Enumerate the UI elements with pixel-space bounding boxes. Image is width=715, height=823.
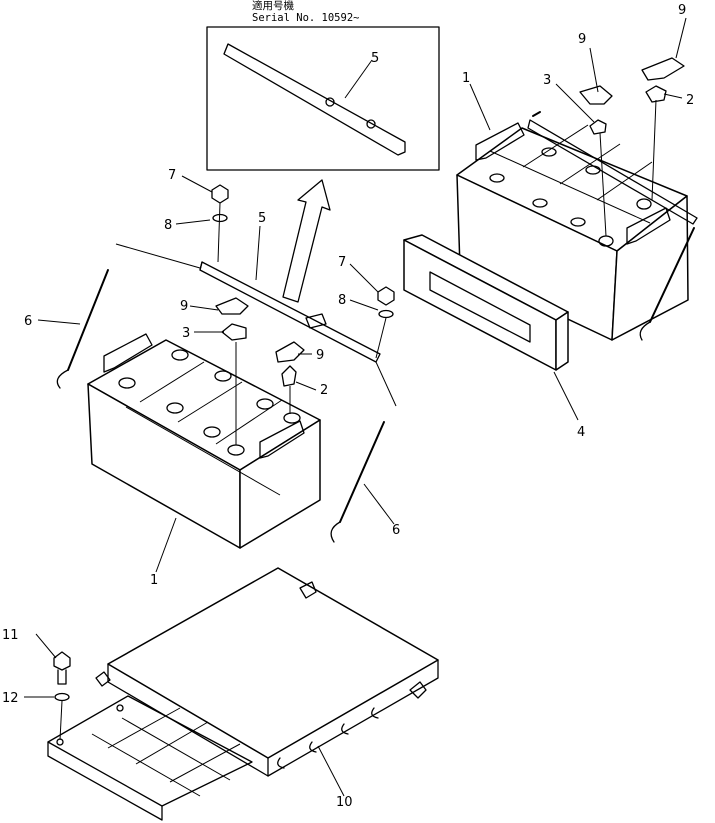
terminal-clamp-2-right	[645, 85, 667, 103]
callout-9-mid: 9	[316, 348, 324, 363]
callout-5-inset: 5	[371, 51, 379, 66]
washer-8-right	[378, 309, 394, 319]
battery-tray	[47, 567, 439, 821]
callout-6-right: 6	[392, 523, 400, 538]
hold-down-bar-left	[199, 261, 381, 363]
terminal-clamp-2-left	[281, 365, 297, 387]
nut-7-left	[211, 184, 229, 263]
header-japanese-text: 適用号機	[252, 0, 294, 12]
callout-11: 11	[2, 628, 19, 643]
callout-9-top-a: 9	[578, 32, 586, 47]
battery-right	[456, 57, 698, 341]
callout-7-right: 7	[338, 255, 346, 270]
callout-10: 10	[336, 795, 353, 810]
callout-12: 12	[2, 691, 19, 706]
tie-rod-right	[330, 361, 397, 543]
callout-9-top-b: 9	[678, 3, 686, 18]
inset-frame	[206, 26, 440, 171]
callout-8-right: 8	[338, 293, 346, 308]
callout-9-left: 9	[180, 299, 188, 314]
inset-hold-down-bar	[223, 43, 406, 156]
callout-7-left: 7	[168, 168, 176, 183]
tie-rod-left	[56, 243, 201, 389]
terminal-cover-9-left	[215, 297, 249, 315]
terminal-cover-9-right-a	[579, 85, 613, 105]
callout-6-left: 6	[24, 314, 32, 329]
callout-1-left: 1	[150, 573, 158, 588]
callout-5-main: 5	[258, 211, 266, 226]
callout-2-right: 2	[686, 93, 694, 108]
arrow-to-inset	[282, 179, 331, 303]
terminal-clamp-3-left	[221, 323, 247, 341]
leader-5-inset	[344, 59, 373, 99]
leader-lines	[24, 17, 687, 797]
terminal-clamp-3-right	[589, 119, 607, 135]
callout-3-left: 3	[182, 326, 190, 341]
battery-left	[87, 297, 321, 549]
callout-2-left: 2	[320, 383, 328, 398]
callout-8-left: 8	[164, 218, 172, 233]
spacer-block	[403, 234, 569, 371]
nut-7-right	[375, 286, 395, 359]
inset-box: 5	[206, 26, 440, 171]
header-serial-text: Serial No. 10592~	[252, 12, 359, 24]
terminal-cover-9-right-b	[641, 57, 685, 81]
callout-4: 4	[577, 425, 585, 440]
callout-1-right: 1	[462, 71, 470, 86]
callout-3-right: 3	[543, 73, 551, 88]
washer-12	[54, 692, 70, 702]
bolt-11	[53, 651, 71, 741]
terminal-cover-9-mid	[275, 341, 305, 363]
